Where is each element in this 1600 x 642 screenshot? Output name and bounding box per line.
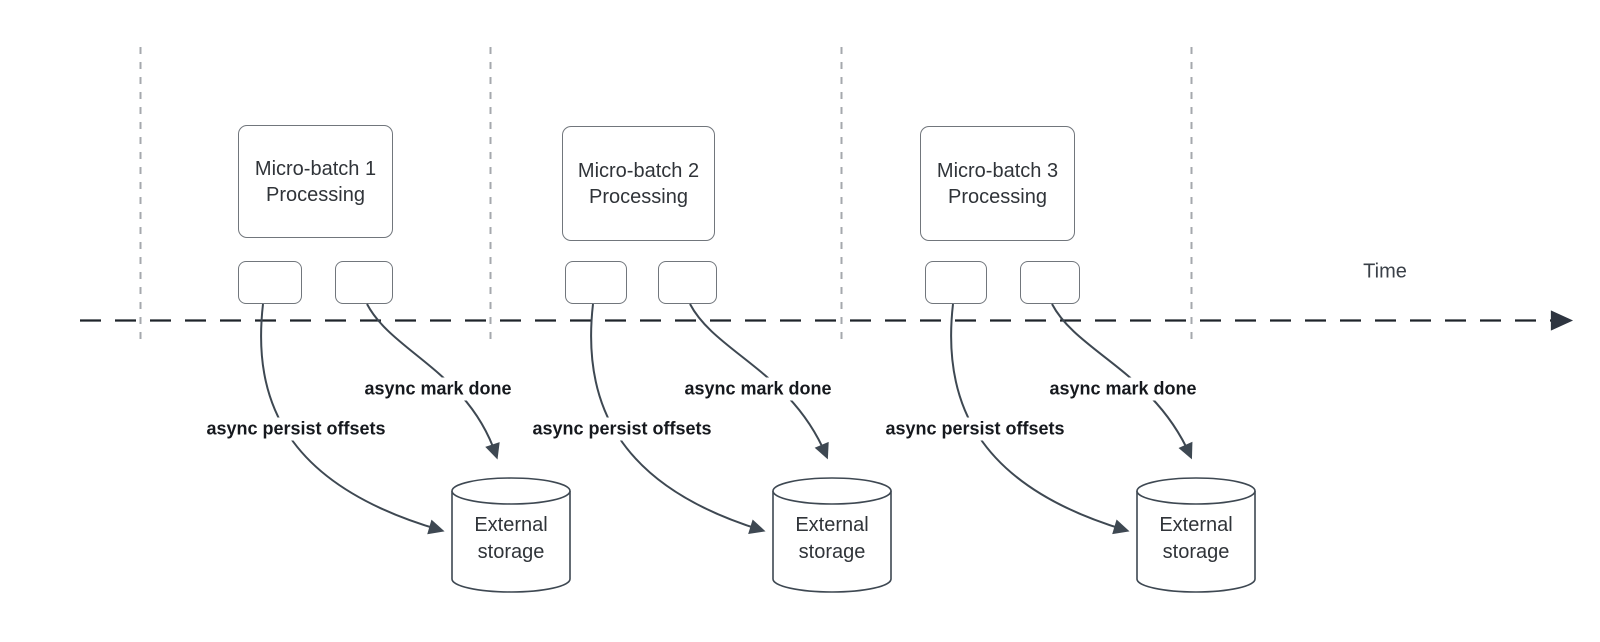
micro-batch-1-title-line2: Processing: [266, 183, 365, 206]
micro-batch-3-title-line1: Micro-batch 3: [936, 159, 1059, 182]
task-slot-box-1-right: [335, 261, 393, 304]
storage-cylinder-3-top: [1136, 477, 1256, 505]
persist-offsets-label-3: async persist offsets: [882, 417, 1068, 441]
micro-batch-3-box: Micro-batch 3 Processing: [920, 126, 1075, 241]
mark-done-label-1: async mark done: [361, 377, 515, 401]
storage-label-2-line2: storage: [798, 541, 866, 563]
task-slot-box-3-left: [925, 261, 987, 304]
task-slot-box-1-left: [238, 261, 302, 304]
micro-batch-2-title-line1: Micro-batch 2: [577, 159, 700, 182]
time-axis-label: Time: [1363, 260, 1407, 283]
mark-done-label-3: async mark done: [1046, 377, 1200, 401]
storage-label-3-line2: storage: [1162, 541, 1230, 563]
storage-cylinder-2-top: [772, 477, 892, 505]
micro-batch-2-title-line2: Processing: [589, 185, 688, 208]
micro-batch-2-box: Micro-batch 2 Processing: [562, 126, 715, 241]
task-slot-box-2-left: [565, 261, 627, 304]
micro-batch-1-title-line1: Micro-batch 1: [254, 157, 377, 180]
persist-offsets-label-2: async persist offsets: [529, 417, 715, 441]
storage-label-1-line1: External: [474, 514, 548, 536]
micro-batch-3-title-line2: Processing: [948, 185, 1047, 208]
storage-label-2: External storage: [773, 512, 891, 566]
storage-label-1: External storage: [452, 512, 570, 566]
task-slot-box-2-right: [658, 261, 717, 304]
storage-label-3: External storage: [1137, 512, 1255, 566]
micro-batch-1-box: Micro-batch 1 Processing: [238, 125, 393, 238]
storage-label-1-line2: storage: [477, 541, 545, 563]
mark-done-label-2: async mark done: [681, 377, 835, 401]
storage-label-2-line1: External: [795, 514, 869, 536]
persist-offsets-label-1: async persist offsets: [203, 417, 389, 441]
storage-label-3-line1: External: [1159, 514, 1233, 536]
task-slot-box-3-right: [1020, 261, 1080, 304]
storage-cylinder-1-top: [451, 477, 571, 505]
